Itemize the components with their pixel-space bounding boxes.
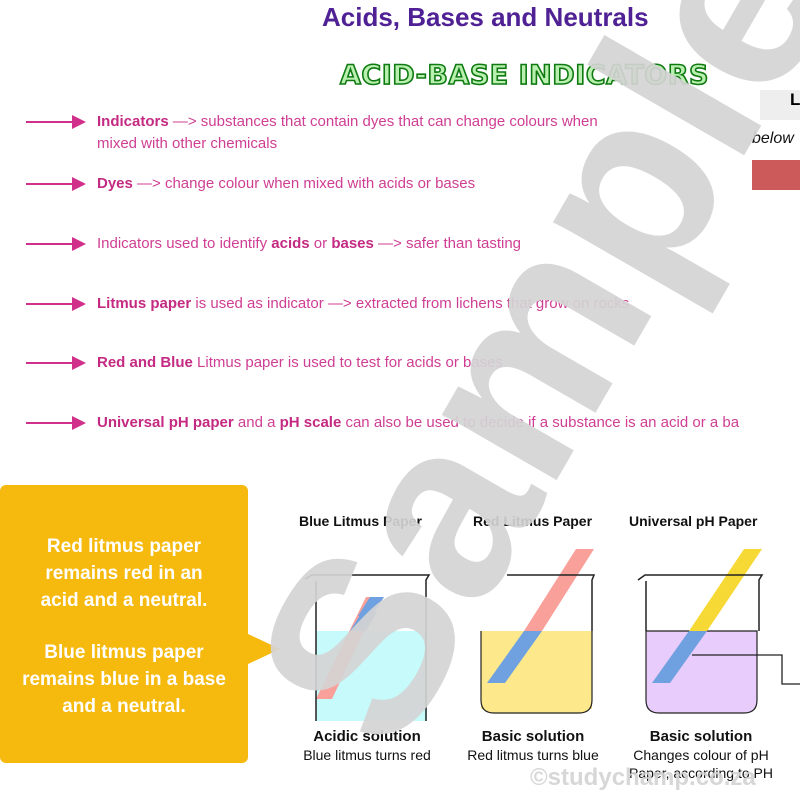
arrow-icon: [26, 233, 88, 255]
beaker-acidic: [304, 574, 431, 721]
bullet-mid: and a: [233, 414, 280, 431]
bullet-universal: Universal pH paper and a pH scale can al…: [26, 412, 739, 434]
figure-caption-universal: Basic solution Changes colour of pH Pape…: [626, 728, 776, 782]
caption-text: Blue litmus turns red: [303, 747, 431, 763]
figure-title-universal: Universal pH Paper: [629, 513, 758, 529]
bullet-bold: Litmus paper: [97, 295, 192, 312]
caption-heading: Basic solution: [649, 728, 753, 745]
caption-heading: Acidic solution: [313, 728, 421, 745]
figure-title-red-litmus: Red Litmus Paper: [473, 513, 593, 529]
arrow-icon: [26, 293, 88, 315]
bullet-litmus: Litmus paper is used as indicator —> ext…: [26, 293, 629, 315]
caption-heading: Basic solution: [481, 728, 585, 745]
bullet-mid: or: [309, 235, 332, 252]
figure-caption-acidic: Acidic solution Blue litmus turns red: [292, 728, 442, 764]
callout-paragraph-blue: Blue litmus paper remains blue in a base…: [22, 642, 226, 717]
bullet-text: Litmus paper is used to test for acids o…: [192, 354, 504, 371]
bullet-text-line2: mixed with other chemicals: [97, 135, 278, 152]
callout-paragraph-red: Red litmus paper remains red in an acid …: [40, 536, 208, 611]
arrow-icon: [26, 111, 88, 133]
bullet-bold: Red and Blue: [97, 354, 193, 371]
bullet-bold: Indicators: [97, 113, 169, 130]
bullet-indicators: Indicators —> substances that contain dy…: [26, 111, 598, 155]
bullet-bold2: bases: [331, 235, 374, 252]
bullet-dyes: Dyes —> change colour when mixed with ac…: [26, 173, 475, 195]
arrow-icon: [26, 173, 88, 195]
caption-text: Changes colour of pH Paper, according to…: [629, 747, 773, 781]
caption-text: Red litmus turns blue: [467, 747, 599, 763]
bullet-text: —> change colour when mixed with acids o…: [132, 175, 476, 192]
bullet-bold2: pH scale: [279, 414, 342, 431]
bullet-text: —> safer than tasting: [373, 235, 522, 252]
bullet-bold: Universal pH paper: [97, 414, 234, 431]
bullet-bold: Dyes: [97, 175, 133, 192]
beaker-basic-universal: [637, 549, 800, 714]
copyright-watermark: ©studychamp.co.za: [530, 764, 756, 791]
arrow-icon: [26, 352, 88, 374]
callout-pointer: [246, 633, 280, 665]
bullet-pre: Indicators used to identify: [97, 235, 272, 252]
ph-table-red-swatch: [752, 160, 800, 190]
page-title: Acids, Bases and Neutrals: [322, 2, 649, 32]
beaker-basic-red-litmus: [480, 549, 596, 714]
section-subtitle: ACID-BASE INDICATORS: [339, 59, 709, 92]
ph-table-row-label: below: [752, 130, 794, 147]
bullet-text: can also be used to decide if a substanc…: [341, 414, 740, 431]
bullet-bold: acids: [271, 235, 310, 252]
arrow-icon: [26, 412, 88, 434]
bullet-identify: Indicators used to identify acids or bas…: [26, 233, 521, 255]
bullet-text: —> substances that contain dyes that can…: [168, 113, 598, 130]
figure-caption-basic: Basic solution Red litmus turns blue: [458, 728, 608, 764]
figure-title-blue-litmus: Blue Litmus Paper: [299, 513, 422, 529]
callout-box: Red litmus paper remains red in an acid …: [0, 485, 248, 763]
bullet-red-blue: Red and Blue Litmus paper is used to tes…: [26, 352, 503, 374]
bullet-text: is used as indicator —> extracted from l…: [191, 295, 630, 312]
ph-table-header: L: [760, 90, 800, 120]
